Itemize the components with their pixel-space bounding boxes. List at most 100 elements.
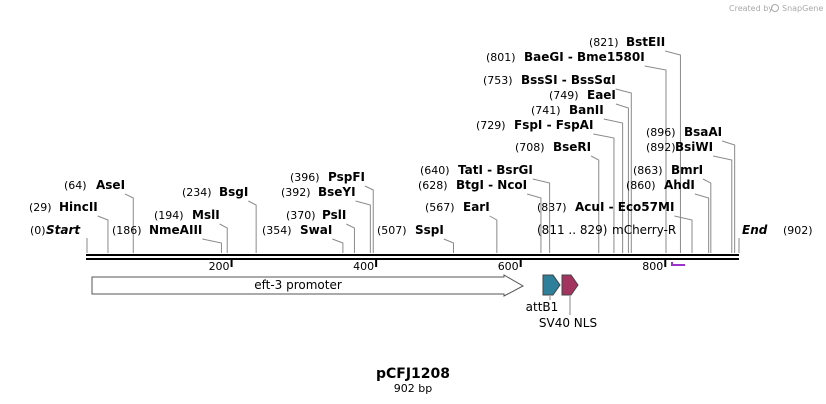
site-name: BanII: [569, 103, 604, 117]
site-connector-line: [615, 103, 629, 253]
site-connector-line: [694, 193, 710, 253]
site-connector-line: [443, 238, 454, 253]
ruler-tick: 600: [498, 260, 522, 273]
ruler-tick: 400: [353, 260, 378, 273]
start-label: Start: [46, 223, 81, 237]
sequence-backbone: [86, 254, 739, 260]
site-position: (821): [589, 36, 619, 49]
attb1-label: attB1: [526, 300, 559, 314]
site-connector-line: [644, 65, 667, 253]
site-connector-line: [665, 50, 681, 253]
site-position-end: (902): [783, 224, 813, 237]
site-position: (753): [483, 74, 513, 87]
site-name: FspI - FspAI: [514, 118, 593, 132]
site-name: BseRI: [553, 140, 591, 154]
site-connector-line: [593, 133, 615, 253]
site-position: (640): [420, 164, 450, 177]
site-name: BsgI: [219, 185, 248, 199]
credit-text: Created by: [729, 4, 773, 13]
site-position: (837): [537, 201, 567, 214]
site-position: (749): [549, 89, 579, 102]
primer-label: (811 .. 829) mCherry-R: [537, 223, 676, 237]
site-position: (194): [154, 209, 184, 222]
plasmid-size: 902 bp: [394, 382, 432, 395]
site-connector-line: [532, 178, 551, 253]
site-position: (396): [290, 171, 320, 184]
site-connector-line: [674, 215, 693, 253]
snapgene-logo-icon: [771, 4, 779, 12]
credit-brand: SnapGene: [782, 4, 823, 13]
eft-3-promoter-feature[interactable]: [91, 274, 525, 297]
site-connector-line: [332, 238, 344, 253]
site-connectors: [86, 50, 740, 253]
site-name: BsiWI: [675, 140, 713, 154]
site-position: (29): [29, 201, 52, 214]
site-position: (186): [112, 224, 142, 237]
site-name: EaeI: [587, 88, 616, 102]
primer-name: mCherry-R: [612, 223, 676, 237]
site-name: HincII: [59, 200, 98, 214]
site-name: BstEII: [626, 35, 665, 49]
site-name: AhdI: [664, 178, 695, 192]
site-connector-line: [364, 185, 374, 253]
site-name: BseYI: [318, 185, 356, 199]
site-position: (860): [626, 179, 656, 192]
site-position: (234): [182, 186, 212, 199]
site-connector-line: [202, 238, 222, 253]
site-position: (628): [418, 179, 448, 192]
site-connector-line: [615, 88, 632, 253]
site-name: PspFI: [328, 170, 365, 184]
site-name: BssSI - BssSαI: [521, 73, 616, 87]
site-name: BtgI - NcoI: [456, 178, 527, 192]
backbone-bottom-strand: [86, 258, 739, 260]
site-position: (392): [281, 186, 311, 199]
site-name: PslI: [322, 208, 346, 222]
site-name: BaeGI - Bme1580I: [524, 50, 645, 64]
primer-range: (811 .. 829): [537, 223, 607, 237]
site-position: (354): [262, 224, 292, 237]
ruler: 200 400 600 800: [209, 260, 667, 273]
ruler-tick-label: 400: [353, 260, 374, 273]
site-position: (801): [486, 51, 516, 64]
end-label: End: [742, 223, 768, 237]
snapgene-credit: Created by SnapGene: [729, 4, 823, 13]
site-name: BmrI: [671, 163, 703, 177]
backbone-top-strand: [86, 254, 739, 256]
site-position-start: (0): [30, 224, 46, 237]
eft-3-promoter-label: eft-3 promoter: [254, 278, 342, 292]
site-name: TatI - BsrGI: [458, 163, 533, 177]
ruler-tick: 200: [209, 260, 233, 273]
site-position: (729): [476, 119, 506, 132]
site-name: MslI: [192, 208, 220, 222]
ruler-tick-label: 600: [498, 260, 519, 273]
primer-arrow[interactable]: [671, 262, 685, 266]
site-connector-line: [702, 178, 712, 253]
site-name: SwaI: [300, 223, 332, 237]
site-name: NmeAIII: [149, 223, 202, 237]
site-position: (64): [64, 179, 87, 192]
site-connector-line: [603, 118, 624, 253]
site-connector-line: [355, 200, 371, 253]
site-position: (892): [646, 141, 676, 154]
plasmid-name: pCFJ1208: [376, 366, 450, 382]
site-position: (567): [425, 201, 455, 214]
sv40-nls-feature[interactable]: [561, 274, 579, 296]
site-connector-line: [124, 193, 134, 253]
site-connector-line: [248, 200, 257, 253]
site-name: EarI: [463, 200, 490, 214]
site-connector-line: [590, 155, 600, 253]
site-connector-line: [97, 215, 109, 253]
site-name: AcuI - Eco57MI: [575, 200, 674, 214]
site-position: (708): [515, 141, 545, 154]
site-position: (896): [646, 126, 676, 139]
ruler-tick-label: 200: [209, 260, 230, 273]
features: eft-3 promoter attB1 SV40 NLS: [91, 274, 597, 330]
site-connector-line: [527, 193, 542, 253]
attb1-feature[interactable]: [542, 274, 561, 296]
site-position: (863): [633, 164, 663, 177]
site-position: (741): [531, 104, 561, 117]
site-labels: (0) Start (29) HincII (64) AseI (186) Nm…: [29, 35, 813, 237]
site-connector-line: [219, 223, 228, 253]
site-connector-line: [721, 140, 736, 253]
